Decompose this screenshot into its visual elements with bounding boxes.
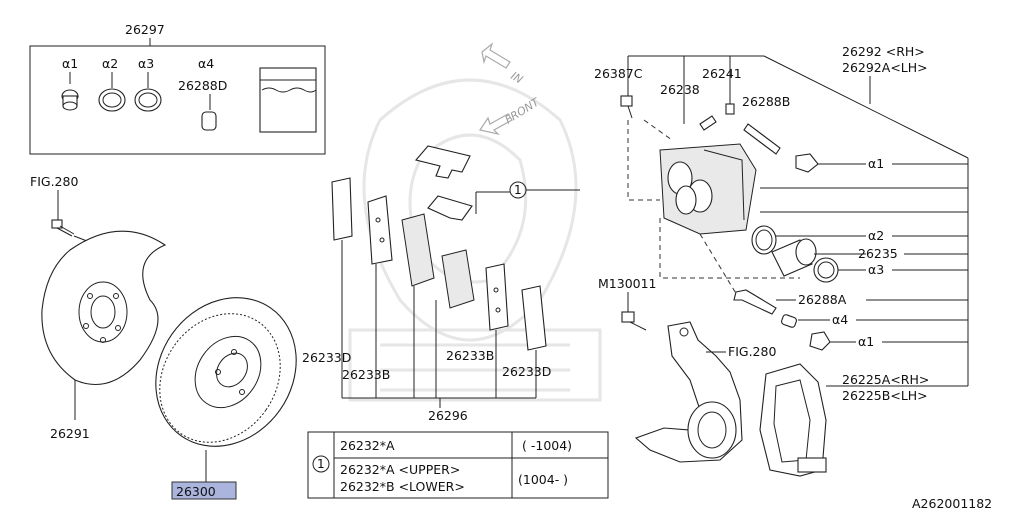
part-26225b-lh-label: 26225B<LH>: [842, 388, 928, 403]
part-26238-label: 26238: [660, 82, 700, 97]
part-26387C-label: 26387C: [594, 66, 643, 81]
part-26292-rh-label: 26292 <RH>: [842, 44, 925, 59]
kit-item-a4: α4: [198, 56, 214, 71]
diagram-id-label: A262001182: [912, 496, 992, 511]
a1-bottom-label: α1: [858, 334, 874, 349]
part-26233D-a-label: 26233D: [302, 350, 351, 365]
table-row2-date: (1004- ): [518, 472, 568, 487]
boot-part-icon: [61, 89, 79, 111]
a4-right-label: α4: [832, 312, 848, 327]
highlighted-part-box: [171, 481, 237, 500]
part-26233B-a-label: 26233B: [342, 367, 390, 382]
bolt-icon: [51, 219, 75, 237]
piston-seal-icon: [134, 88, 162, 112]
table-row1-date: ( -1004): [522, 438, 572, 453]
kit-part-26288d: 26288D: [178, 78, 227, 93]
fig280-top-label: FIG.280: [30, 174, 78, 189]
rotor-26300[interactable]: 26300: [127, 270, 325, 500]
dust-shield-26291[interactable]: FIG.280 26291: [30, 174, 167, 441]
part-26296-label: 26296: [428, 408, 468, 423]
pad-kit-26296[interactable]: 1 26233D 26233B 26233B 26233D 26296: [302, 145, 580, 423]
part-26233D-b-label: 26233D: [502, 364, 551, 379]
part-26225a-rh-label: 26225A<RH>: [842, 372, 929, 387]
a2-right-label: α2: [868, 228, 884, 243]
caliper-assembly[interactable]: 26387C 26241 26238 26288B 26292 <RH> 262…: [594, 44, 969, 351]
table-row2-line1: 26232*A <UPPER>: [340, 462, 460, 477]
grease-packet-icon: [259, 67, 317, 133]
pad-reference-table: 1 26232*A ( -1004) 26232*A <UPPER> 26232…: [307, 431, 609, 499]
part-26292a-lh-label: 26292A<LH>: [842, 60, 928, 75]
m130011-label: M130011: [598, 276, 657, 291]
table-row2-line2: 26232*B <LOWER>: [340, 479, 465, 494]
kit-item-a1: α1: [62, 56, 78, 71]
part-26300-label: 26300: [176, 484, 216, 499]
front-arrow-label: FRONT: [503, 95, 543, 127]
a3-right-label: α3: [868, 262, 884, 277]
part-26288A-label: 26288A: [798, 292, 847, 307]
table-ref-label: 1: [317, 457, 325, 471]
part-26233B-b-label: 26233B: [446, 348, 494, 363]
knuckle-and-support[interactable]: M130011 FIG.280 26225A<RH> 26225B<LH>: [598, 276, 969, 477]
part-26288B-label: 26288B: [742, 94, 790, 109]
kit-item-a2: α2: [102, 56, 118, 71]
fig280-knuckle-label: FIG.280: [728, 344, 776, 359]
a1-right-label: α1: [868, 156, 884, 171]
kit-26297[interactable]: 26297 α1 α2 α3 α4 26288D: [29, 22, 326, 155]
in-arrow-label: IN: [509, 69, 525, 86]
table-row1-part: 26232*A: [340, 438, 395, 453]
kit-item-a3: α3: [138, 56, 154, 71]
callout-1-label: 1: [514, 183, 522, 197]
sleeve-icon: [201, 111, 217, 131]
part-26291-label: 26291: [50, 426, 90, 441]
kit-number-label: 26297: [125, 22, 165, 37]
table-ref-circle: [312, 455, 330, 473]
part-26235-label: 26235: [858, 246, 898, 261]
part-26241-label: 26241: [702, 66, 742, 81]
seal-ring-icon: [98, 88, 126, 112]
